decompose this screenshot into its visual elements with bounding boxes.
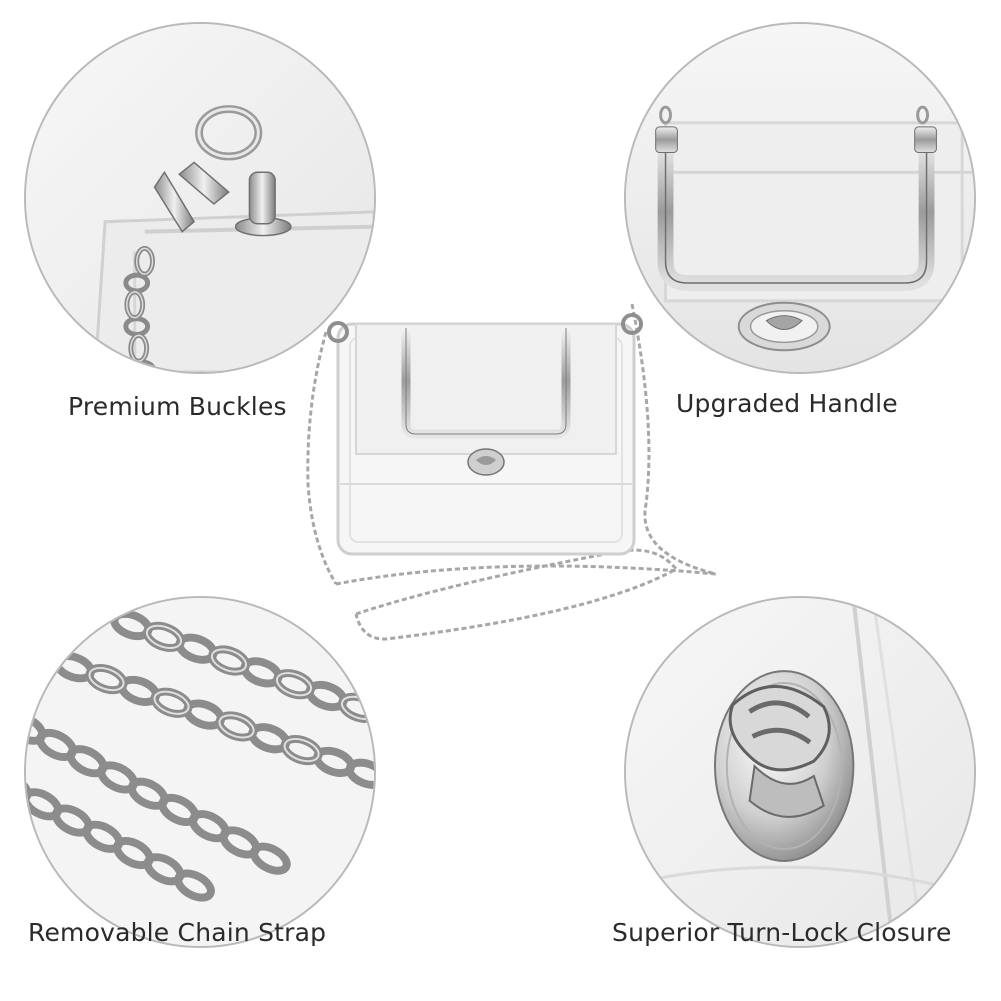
- chain-detail-illustration: [26, 598, 374, 946]
- turn-lock-detail-circle: [624, 596, 976, 948]
- caption-removable-chain-strap: Removable Chain Strap: [28, 918, 327, 947]
- turn-lock-detail-illustration: [626, 598, 974, 946]
- caption-premium-buckles: Premium Buckles: [68, 392, 287, 421]
- caption-superior-turn-lock-closure: Superior Turn-Lock Closure: [612, 918, 952, 947]
- buckle-detail-illustration: [26, 24, 374, 372]
- handle-detail-circle: [624, 22, 976, 374]
- chain-detail-circle: [24, 596, 376, 948]
- caption-upgraded-handle: Upgraded Handle: [676, 389, 898, 418]
- handle-detail-illustration: [626, 24, 974, 372]
- buckle-detail-circle: [24, 22, 376, 374]
- clear-crossbody-bag: [306, 303, 717, 641]
